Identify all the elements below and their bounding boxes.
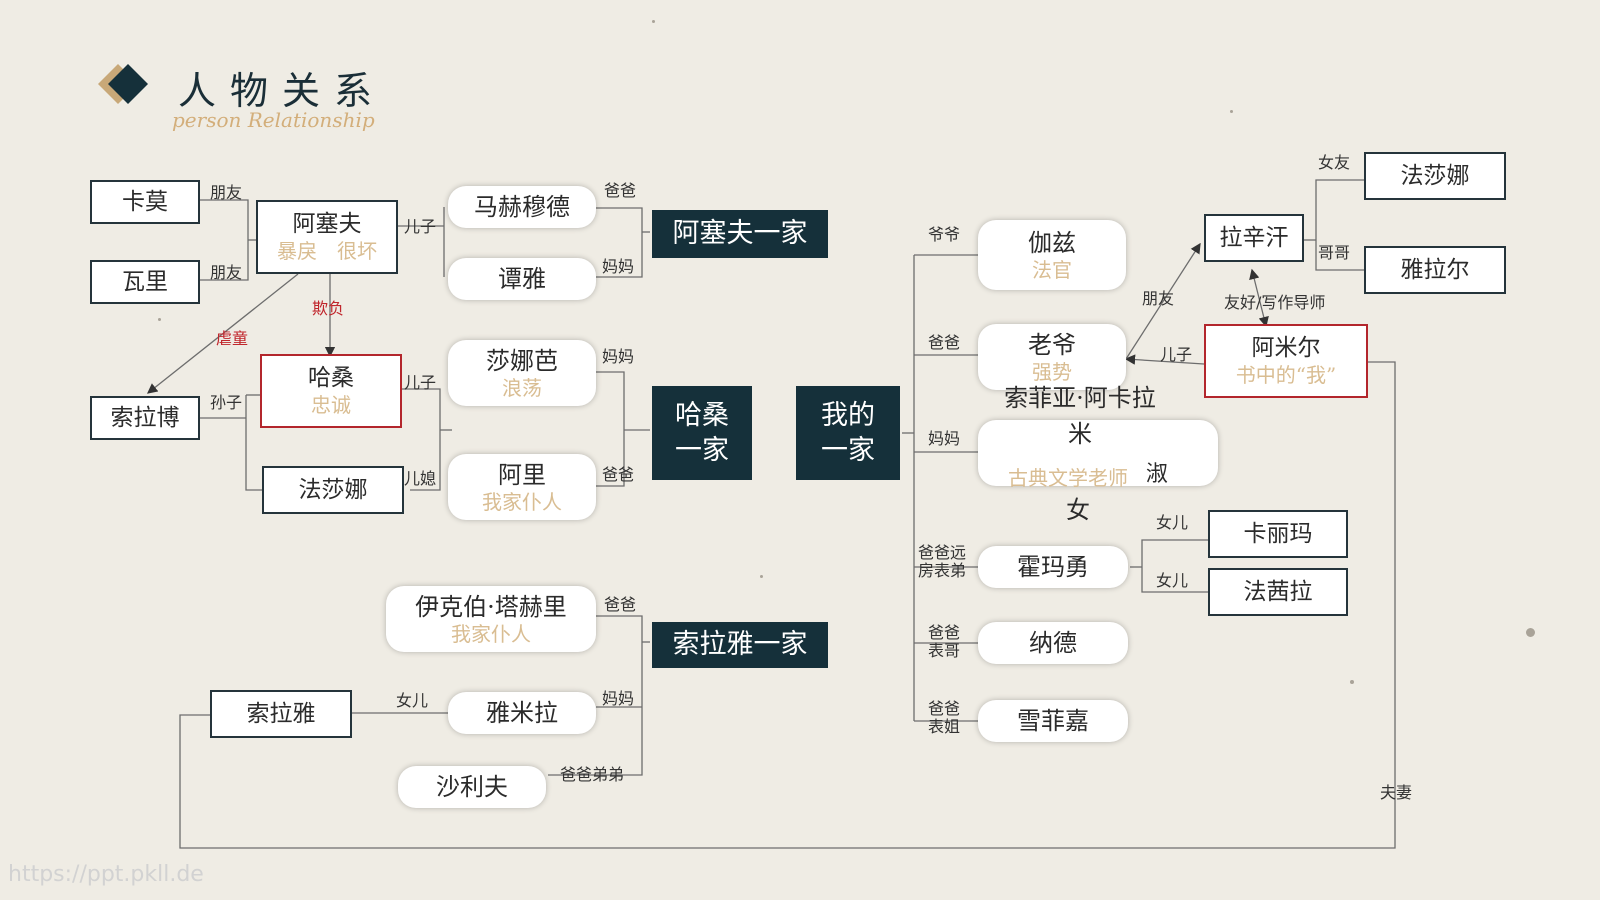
relation-label: 爸爸远房表弟 [918,543,967,581]
relation-label: 朋友 [210,183,243,202]
page-subtitle: person Relationship [172,108,375,132]
person-assef: 阿塞夫暴戾 很坏 [256,200,398,274]
relation-label: 妈妈 [602,689,635,708]
family-asef: 阿塞夫一家 [652,210,828,258]
family-soraya: 索拉雅一家 [652,622,828,668]
relation-label-bully: 欺负 [312,299,345,318]
relation-label: 友好/写作导师 [1224,293,1326,312]
person-rahim: 拉辛汗 [1204,214,1304,262]
relation-label: 女友 [1318,153,1351,172]
relation-label: 孙子 [210,393,243,412]
person-karima: 卡丽玛 [1208,510,1348,558]
relation-label: 女儿 [1156,571,1189,590]
relation-label: 爸爸表姐 [928,699,961,737]
relation-label: 哥哥 [1318,243,1351,262]
person-jamila: 雅米拉 [448,692,596,734]
relation-label: 儿子 [1160,345,1193,364]
relation-label: 女儿 [396,691,429,710]
relation-label: 夫妻 [1380,783,1413,802]
person-farzana-girlfriend: 法莎娜 [1364,152,1506,200]
relation-label: 爸爸 [604,595,637,614]
person-mahmood: 马赫穆德 [448,186,596,228]
person-sofia-name-end: 女 [1066,496,1090,524]
relation-label: 妈妈 [602,347,635,366]
relation-label: 爷爷 [928,225,961,244]
person-nader: 纳德 [978,622,1128,664]
relation-label-abuse: 虐童 [216,329,249,348]
watermark: https://ppt.pkll.de [8,862,204,887]
relation-label: 爸爸表哥 [928,623,961,661]
person-hassan: 哈桑忠诚 [260,354,402,428]
person-sanaubar: 莎娜芭浪荡 [448,340,596,406]
relation-label: 爸爸弟弟 [560,765,625,784]
relation-label: 儿子 [404,373,437,392]
person-yalar: 雅拉尔 [1364,246,1506,294]
person-amir: 阿米尔书中的“我” [1204,324,1368,398]
page-title: 人物关系 [178,69,387,113]
person-ali: 阿里我家仆人 [448,454,596,520]
person-iqbal: 伊克伯·塔赫里我家仆人 [386,586,596,652]
person-fahila: 法茜拉 [1208,568,1348,616]
relation-label: 爸爸 [928,333,961,352]
family-hassan: 哈桑一家 [652,386,752,480]
person-farzana: 法莎娜 [262,466,404,514]
person-baba: 老爷强势 [978,324,1126,390]
relation-label: 妈妈 [928,429,961,448]
relation-label: 女儿 [1156,513,1189,532]
person-wali: 瓦里 [90,260,200,304]
relation-label: 爸爸 [602,465,635,484]
relation-label: 儿子 [404,217,437,236]
person-soraya: 索拉雅 [210,690,352,738]
person-sofia [978,420,1218,486]
family-mine: 我的一家 [796,386,900,480]
person-sohrab: 索拉博 [90,396,200,440]
relation-label: 妈妈 [602,257,635,276]
relation-label: 朋友 [210,263,243,282]
title-diamond-icon [98,64,148,104]
person-sharif: 沙利夫 [398,766,546,808]
person-shafiqa: 雪菲嘉 [978,700,1128,742]
person-homayoun: 霍玛勇 [978,546,1128,588]
person-sofia-name-tail: 淑 [1146,462,1169,487]
person-tanya: 谭雅 [448,258,596,300]
relation-label: 儿媳 [404,469,437,488]
person-sofia-name: 索菲亚·阿卡拉米 [1004,384,1156,448]
relation-label: 朋友 [1142,289,1175,308]
person-kamo: 卡莫 [90,180,200,224]
person-jaza: 伽兹法官 [978,220,1126,290]
person-sofia-trait: 古典文学老师 [1008,466,1128,490]
relation-label: 爸爸 [604,181,637,200]
